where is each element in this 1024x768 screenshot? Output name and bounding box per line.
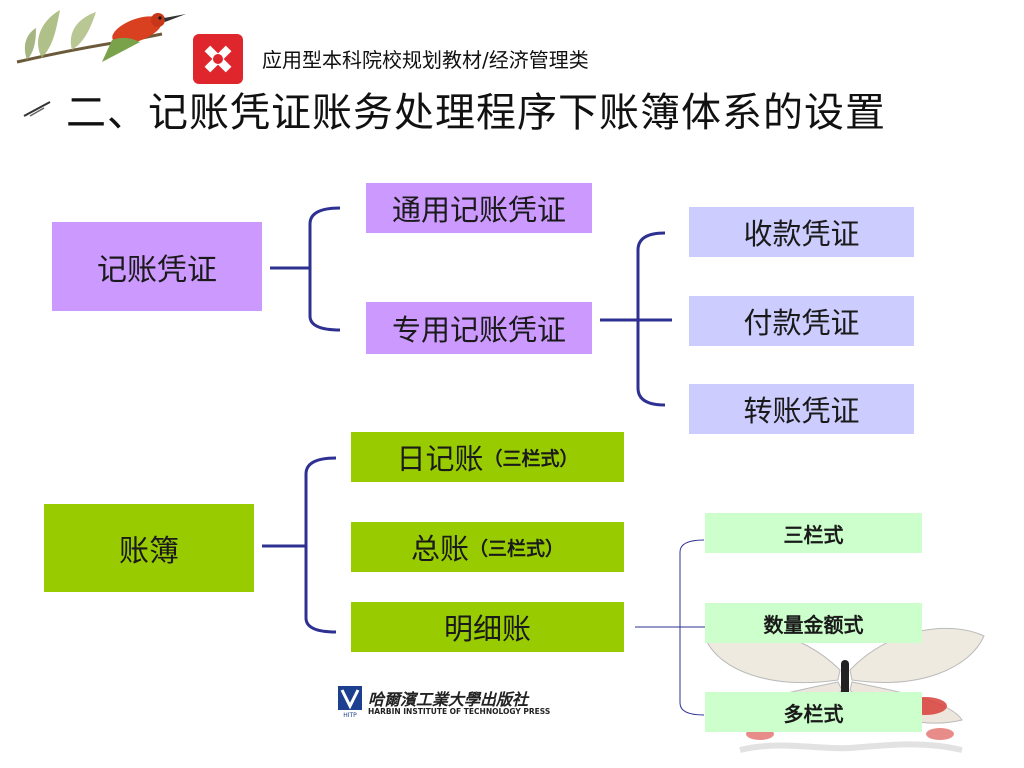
bird-illustration	[16, 10, 186, 64]
transfer-voucher-box: 转账凭证	[689, 384, 914, 434]
multi-column-label: 多栏式	[783, 701, 844, 726]
ledger-root-box: 账簿	[44, 504, 254, 592]
general-ledger-box: 总账（三栏式）	[351, 522, 624, 572]
subsidiary-ledger-box: 明细账	[351, 602, 624, 652]
ledger-root-label: 账簿	[119, 534, 179, 569]
journal-box: 日记账（三栏式）	[351, 432, 624, 482]
publisher-logo-icon	[193, 34, 243, 84]
voucher-root-box: 记账凭证	[52, 222, 262, 311]
three-column-box: 三栏式	[705, 513, 922, 553]
page-title: 二、记账凭证账务处理程序下账簿体系的设置	[66, 90, 886, 136]
three-column-label: 三栏式	[783, 522, 844, 547]
title-bullet-icon	[23, 101, 51, 117]
publisher-name-cn: 哈爾濱工業大學出版社	[368, 690, 529, 709]
payment-voucher-box: 付款凭证	[689, 296, 914, 346]
receipt-voucher-box: 收款凭证	[689, 207, 914, 257]
payment-voucher-label: 付款凭证	[743, 306, 860, 340]
receipt-voucher-label: 收款凭证	[743, 217, 860, 251]
special-voucher-label: 专用记账凭证	[391, 313, 566, 347]
transfer-voucher-label: 转账凭证	[743, 394, 860, 428]
special-voucher-box: 专用记账凭证	[366, 302, 592, 354]
general-voucher-box: 通用记账凭证	[366, 183, 592, 233]
publisher-name-en: HARBIN INSTITUTE OF TECHNOLOGY PRESS	[368, 707, 551, 716]
journal-label: 日记账	[396, 442, 484, 476]
series-title: 应用型本科院校规划教材/经济管理类	[262, 48, 589, 72]
svg-text:HITP: HITP	[343, 712, 357, 718]
multi-column-box: 多栏式	[705, 692, 922, 732]
hitp-logo-icon: HITP	[338, 686, 362, 718]
general-voucher-label: 通用记账凭证	[391, 193, 566, 227]
quantity-amount-label: 数量金额式	[763, 612, 864, 637]
general-ledger-label: 总账	[410, 532, 469, 566]
quantity-amount-box: 数量金额式	[705, 603, 922, 643]
journal-note: （三栏式）	[483, 447, 579, 470]
general-ledger-note: （三栏式）	[469, 537, 565, 560]
voucher-root-label: 记账凭证	[97, 252, 217, 288]
subsidiary-ledger-label: 明细账	[443, 612, 531, 646]
